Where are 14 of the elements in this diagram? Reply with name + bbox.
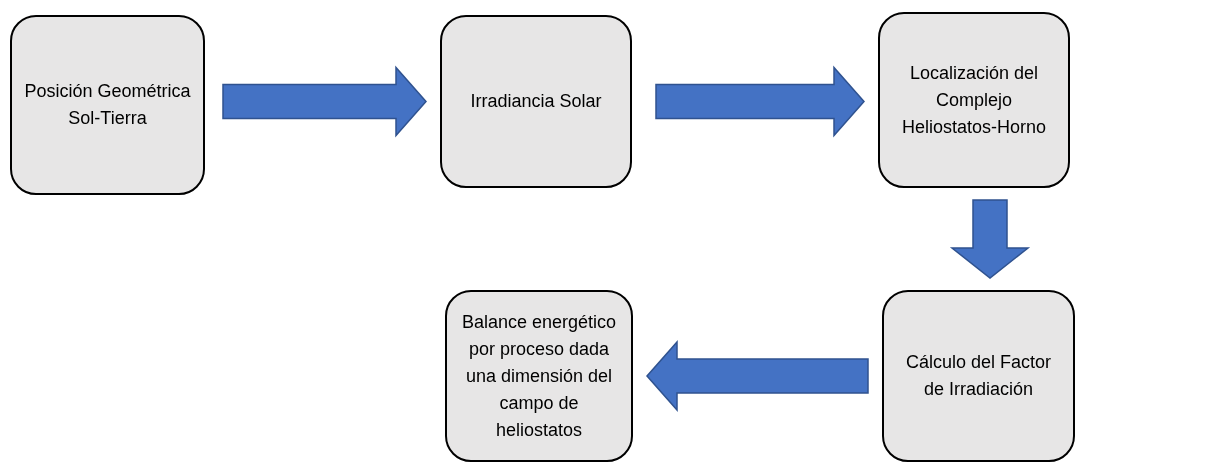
block-arrow	[222, 65, 427, 138]
block-arrow	[655, 65, 865, 138]
box-label: Posición Geométrica Sol-Tierra	[24, 80, 191, 130]
process-box	[445, 290, 633, 462]
box-label: Balance energético por proceso dada una dimensión del campo de heliostatos	[460, 310, 618, 442]
box-label: Cálculo del Factor de Irradiación	[904, 351, 1053, 401]
block-arrow	[646, 340, 869, 412]
process-box	[440, 15, 632, 188]
process-box	[10, 15, 205, 195]
process-box	[882, 290, 1075, 462]
box-label: Irradiancia Solar	[470, 90, 602, 113]
process-box	[878, 12, 1070, 188]
box-label: Localización del Complejo Heliostatos-Horno	[900, 61, 1048, 139]
block-arrow	[949, 199, 1031, 279]
